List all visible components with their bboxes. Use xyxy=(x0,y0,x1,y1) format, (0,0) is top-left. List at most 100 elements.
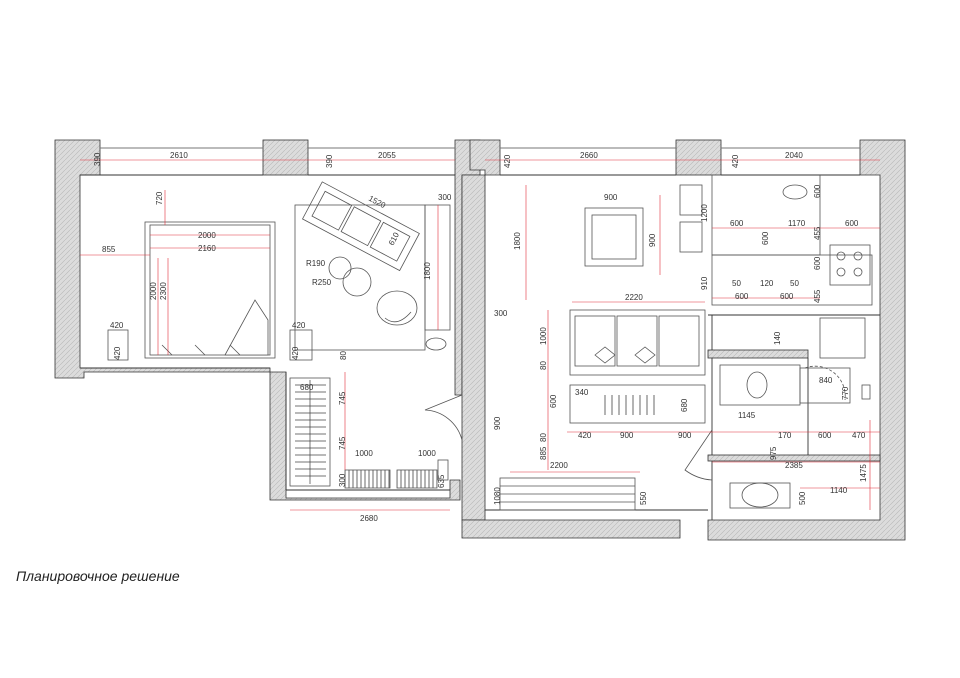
wall-bath-block xyxy=(707,349,809,359)
armchair xyxy=(376,290,418,326)
dim-1000a: 1000 xyxy=(355,449,373,458)
dim-900d: 900 xyxy=(678,431,692,440)
dim-1800a: 1800 xyxy=(423,262,432,280)
dim-390b: 390 xyxy=(325,154,334,168)
dim-1080: 1080 xyxy=(493,487,502,505)
dim-745a: 745 xyxy=(338,391,347,405)
dim-300c: 300 xyxy=(494,309,508,318)
dim-2000a: 2000 xyxy=(198,231,216,240)
dim-600c: 600 xyxy=(730,219,744,228)
dim-120: 120 xyxy=(760,279,774,288)
dim-1140: 1140 xyxy=(830,486,848,495)
dim-975: 975 xyxy=(769,446,778,460)
dim-2610: 2610 xyxy=(170,151,188,160)
dim-550: 550 xyxy=(639,491,648,505)
dim-900e: 900 xyxy=(493,416,502,430)
dim-855: 855 xyxy=(102,245,116,254)
dim-745b: 745 xyxy=(338,436,347,450)
dim-610: 610 xyxy=(387,230,401,246)
dim-900a: 900 xyxy=(604,193,618,202)
sofa-right xyxy=(569,309,706,376)
shower-arc xyxy=(804,365,846,401)
dim-2160: 2160 xyxy=(198,244,216,253)
wall-center xyxy=(461,139,501,521)
dim-2660: 2660 xyxy=(580,151,598,160)
dim-300a: 300 xyxy=(438,193,452,202)
dim-720: 720 xyxy=(155,191,164,205)
round-table-1 xyxy=(328,256,352,280)
dim-2040: 2040 xyxy=(785,151,803,160)
dim-420a: 420 xyxy=(503,154,512,168)
dim-140: 140 xyxy=(773,331,782,345)
dim-680a: 680 xyxy=(300,383,314,392)
dim-300b: 300 xyxy=(338,473,347,487)
dim-2680: 2680 xyxy=(360,514,378,523)
dim-2220: 2220 xyxy=(625,293,643,302)
dim-340: 340 xyxy=(575,388,589,397)
dim-770: 770 xyxy=(841,386,850,400)
dimension-labels: 390 2610 390 2055 300 420 2660 420 2040 … xyxy=(93,151,868,523)
dim-500: 500 xyxy=(798,491,807,505)
dim-680b: 680 xyxy=(680,398,689,412)
dim-1475: 1475 xyxy=(859,464,868,482)
dim-1800b: 1800 xyxy=(513,232,522,250)
dim-600d: 600 xyxy=(845,219,859,228)
dim-600h: 600 xyxy=(780,292,794,301)
dim-455a: 455 xyxy=(813,226,822,240)
dim-2000b: 2000 xyxy=(149,282,158,300)
dim-420b: 420 xyxy=(731,154,740,168)
dim-2385: 2385 xyxy=(785,461,803,470)
dim-170: 170 xyxy=(778,431,792,440)
dim-470: 470 xyxy=(852,431,866,440)
wall-pier-1 xyxy=(262,139,309,176)
dim-420e: 420 xyxy=(292,321,306,330)
wall-pier-2 xyxy=(675,139,722,176)
dim-80c: 80 xyxy=(539,433,548,442)
dim-80a: 80 xyxy=(339,351,348,360)
dim-900b: 900 xyxy=(648,233,657,247)
r250: R250 xyxy=(312,278,332,287)
r190: R190 xyxy=(306,259,326,268)
wall-bath-block-2 xyxy=(707,454,881,462)
dim-635: 635 xyxy=(437,474,446,488)
door-swing-right xyxy=(684,429,713,481)
toilet xyxy=(746,371,768,399)
dim-600f: 600 xyxy=(813,256,822,270)
dim-600a: 600 xyxy=(549,394,558,408)
wardrobe xyxy=(289,377,331,487)
dim-1170: 1170 xyxy=(788,219,806,228)
dining-table xyxy=(584,207,644,267)
dim-600b: 600 xyxy=(813,184,822,198)
wall-right xyxy=(707,139,906,541)
outline xyxy=(80,147,880,520)
plan-caption: Планировочное решение xyxy=(16,568,180,584)
dim-50a: 50 xyxy=(732,279,741,288)
dim-420f: 420 xyxy=(291,346,300,360)
round-table-2 xyxy=(342,267,372,297)
dim-1200: 1200 xyxy=(700,204,709,222)
dim-600g: 600 xyxy=(735,292,749,301)
dim-910: 910 xyxy=(700,276,709,290)
dim-50b: 50 xyxy=(790,279,799,288)
dim-2200: 2200 xyxy=(550,461,568,470)
dim-390a: 390 xyxy=(93,152,102,166)
dim-2055: 2055 xyxy=(378,151,396,160)
dim-885: 885 xyxy=(539,446,548,460)
dim-420d: 420 xyxy=(113,346,122,360)
dim-1000c: 1000 xyxy=(539,327,548,345)
dim-600e: 600 xyxy=(761,231,770,245)
dim-600i: 600 xyxy=(818,431,832,440)
dim-420g: 420 xyxy=(578,431,592,440)
dim-80b: 80 xyxy=(539,361,548,370)
dimension-lines xyxy=(80,159,880,511)
dim-2300: 2300 xyxy=(159,282,168,300)
bed xyxy=(149,224,271,356)
wall-bottom-center xyxy=(461,519,681,539)
door-swing-left xyxy=(424,394,463,441)
dim-420c: 420 xyxy=(110,321,124,330)
dim-840: 840 xyxy=(819,376,833,385)
dim-1145: 1145 xyxy=(738,411,756,420)
dim-900c: 900 xyxy=(620,431,634,440)
dim-455b: 455 xyxy=(813,289,822,303)
